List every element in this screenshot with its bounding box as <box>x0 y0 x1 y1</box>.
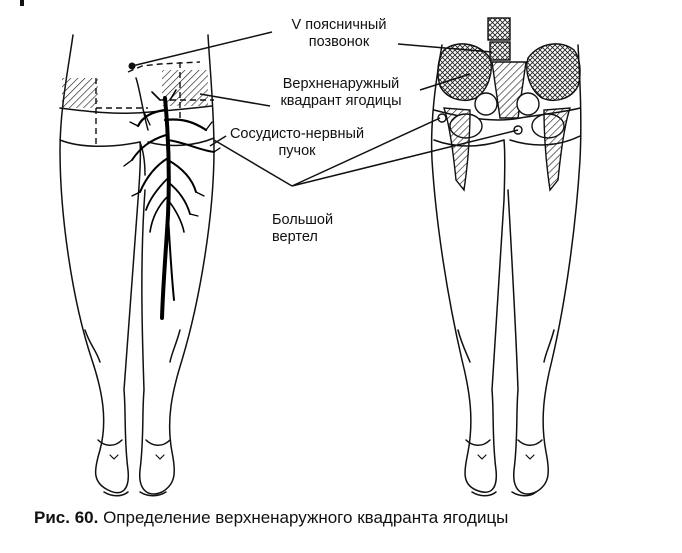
label-trochanter: Большой вертел <box>272 212 333 246</box>
label-bundle: Сосудисто-нервный пучок <box>222 126 372 160</box>
label-bundle-line1: Сосудисто-нервный <box>229 126 365 142</box>
label-quadrant-line2: квадрант ягодицы <box>280 93 402 109</box>
figure-caption: Рис. 60. Определение верхненаружного ква… <box>34 508 508 528</box>
pelvis-skeleton <box>437 17 581 192</box>
label-quadrant: Верхненаружный квадрант ягодицы <box>266 76 416 110</box>
left-legs-figure <box>59 34 215 497</box>
label-vertebra: V поясничный позвонок <box>274 17 404 51</box>
nerve-bundle <box>123 89 221 320</box>
left-quadrant-dashes <box>95 61 214 148</box>
leader-lines <box>131 31 519 187</box>
label-trochanter-line2: вертел <box>272 229 318 245</box>
label-vertebra-line2: позвонок <box>308 34 370 50</box>
label-quadrant-line1: Верхненаружный <box>282 76 400 92</box>
label-trochanter-line1: Большой <box>272 212 334 228</box>
figure-number: Рис. 60. <box>34 508 99 527</box>
label-vertebra-line1: V поясничный <box>291 17 387 33</box>
figure-caption-text: Определение верхненаружного квадранта яг… <box>103 508 509 527</box>
label-bundle-line2: пучок <box>278 143 316 159</box>
left-quadrant-hatching <box>62 70 208 108</box>
